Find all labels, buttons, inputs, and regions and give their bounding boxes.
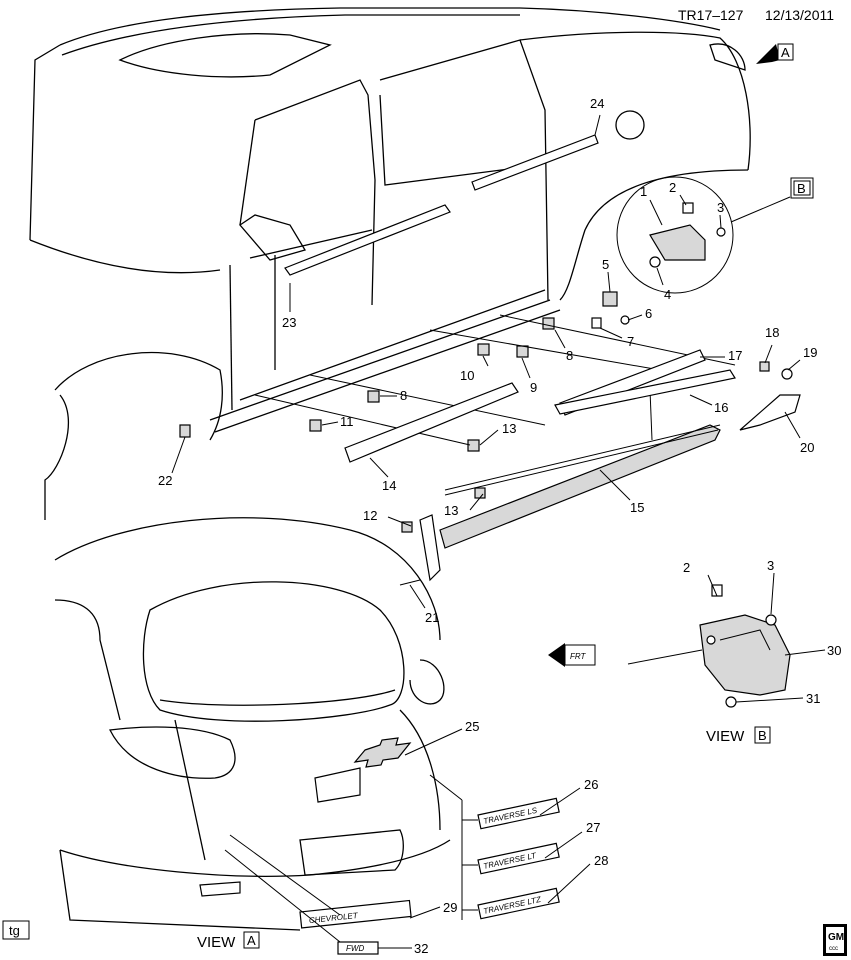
callout-31: 31 bbox=[806, 691, 820, 706]
callout-13a: 13 bbox=[502, 421, 516, 436]
view-a-box bbox=[243, 931, 260, 949]
callout-26: 26 bbox=[584, 777, 598, 792]
callout-28: 28 bbox=[594, 853, 608, 868]
svg-text:GM: GM bbox=[828, 932, 844, 943]
callout-23: 23 bbox=[282, 315, 296, 330]
guide-lines bbox=[254, 314, 736, 446]
front-direction-marker: FRT bbox=[548, 643, 596, 667]
chevrolet-bowtie-emblem bbox=[353, 737, 412, 768]
front-door-molding bbox=[284, 204, 451, 276]
svg-text:FWD: FWD bbox=[346, 944, 364, 953]
retainer-clip bbox=[477, 343, 490, 356]
diagram-date: 12/13/2011 bbox=[765, 7, 834, 23]
view-a-caption: VIEW bbox=[197, 934, 236, 951]
rocker-end-cap bbox=[739, 394, 801, 431]
callout-3: 3 bbox=[717, 200, 724, 215]
retainer-clip bbox=[474, 487, 486, 499]
callout-8b: 8 bbox=[400, 388, 407, 403]
callout-15: 15 bbox=[630, 500, 644, 515]
retainer-clip bbox=[516, 345, 529, 358]
retainer-clip bbox=[401, 521, 413, 533]
callout-22: 22 bbox=[158, 473, 172, 488]
rocker-front-cap bbox=[419, 514, 441, 582]
view-b-caption: VIEW bbox=[706, 728, 745, 745]
view-a-arrow: A bbox=[756, 43, 794, 64]
callout-view-b-2: 2 bbox=[683, 560, 690, 575]
callout-1: 1 bbox=[640, 184, 647, 199]
callout-2: 2 bbox=[669, 180, 676, 195]
retainer-clip bbox=[467, 439, 480, 452]
callout-20: 20 bbox=[800, 440, 814, 455]
diagram-code: TR17–127 bbox=[678, 7, 744, 23]
callout-view-b-3: 3 bbox=[767, 558, 774, 573]
callout-leaders bbox=[171, 114, 826, 949]
nameplate-fwd: FWD bbox=[337, 941, 379, 955]
callout-25: 25 bbox=[465, 719, 479, 734]
callout-32: 32 bbox=[414, 941, 428, 956]
vehicle-rear-body bbox=[54, 517, 451, 931]
callout-17: 17 bbox=[728, 348, 742, 363]
retainer-clip bbox=[309, 419, 322, 432]
callout-27: 27 bbox=[586, 820, 600, 835]
callout-7: 7 bbox=[627, 334, 634, 349]
callout-5: 5 bbox=[602, 257, 609, 272]
callout-16: 16 bbox=[714, 400, 728, 415]
callout-4: 4 bbox=[664, 287, 671, 302]
rear-rocker-molding-upper bbox=[554, 369, 736, 415]
callout-9: 9 bbox=[530, 380, 537, 395]
callout-10: 10 bbox=[460, 368, 474, 383]
callout-21: 21 bbox=[425, 610, 439, 625]
front-marker-label: FRT bbox=[570, 652, 587, 661]
nameplate-chevrolet: CHEVROLET bbox=[299, 899, 412, 929]
callout-29: 29 bbox=[443, 900, 457, 915]
corner-tag-box bbox=[2, 920, 30, 940]
retainer-clip bbox=[367, 390, 380, 403]
svg-text:ccc: ccc bbox=[829, 946, 838, 952]
corner-tag: tg bbox=[9, 923, 20, 938]
gm-logo: GM ccc bbox=[823, 924, 847, 956]
front-rocker-molding bbox=[344, 382, 519, 463]
retainer-clip bbox=[759, 361, 770, 372]
view-b-box bbox=[754, 726, 771, 744]
view-b-letter: B bbox=[758, 728, 767, 743]
callout-14: 14 bbox=[382, 478, 396, 493]
detail-b-letter: B bbox=[797, 181, 806, 196]
view-a-letter: A bbox=[247, 933, 256, 948]
fastener bbox=[781, 368, 793, 380]
callout-numbers: 24 23 1 2 3 4 5 6 7 8 9 10 8 11 13 13 12… bbox=[158, 96, 841, 956]
callout-8a: 8 bbox=[566, 348, 573, 363]
rocker-clip-group bbox=[591, 291, 630, 329]
view-a-arrow-letter: A bbox=[781, 45, 790, 60]
callout-24: 24 bbox=[590, 96, 604, 111]
nameplate-traverse-ls: TRAVERSE LS bbox=[477, 797, 560, 830]
retainer-clip bbox=[179, 424, 191, 438]
detail-b-callout: B bbox=[616, 176, 814, 294]
nameplate-traverse-ltz: TRAVERSE LTZ bbox=[477, 887, 560, 920]
callout-11: 11 bbox=[340, 414, 354, 429]
retainer-clip bbox=[542, 317, 555, 330]
nameplate-traverse-lt: TRAVERSE LT bbox=[477, 842, 560, 875]
callout-6: 6 bbox=[645, 306, 652, 321]
rear-door-molding bbox=[471, 134, 599, 191]
callout-12: 12 bbox=[363, 508, 377, 523]
callout-13b: 13 bbox=[444, 503, 458, 518]
vehicle-side-body bbox=[29, 7, 751, 520]
callout-19: 19 bbox=[803, 345, 817, 360]
callout-18: 18 bbox=[765, 325, 779, 340]
view-b-detail bbox=[627, 584, 791, 708]
callout-30: 30 bbox=[827, 643, 841, 658]
nameplate-guides bbox=[224, 774, 478, 943]
